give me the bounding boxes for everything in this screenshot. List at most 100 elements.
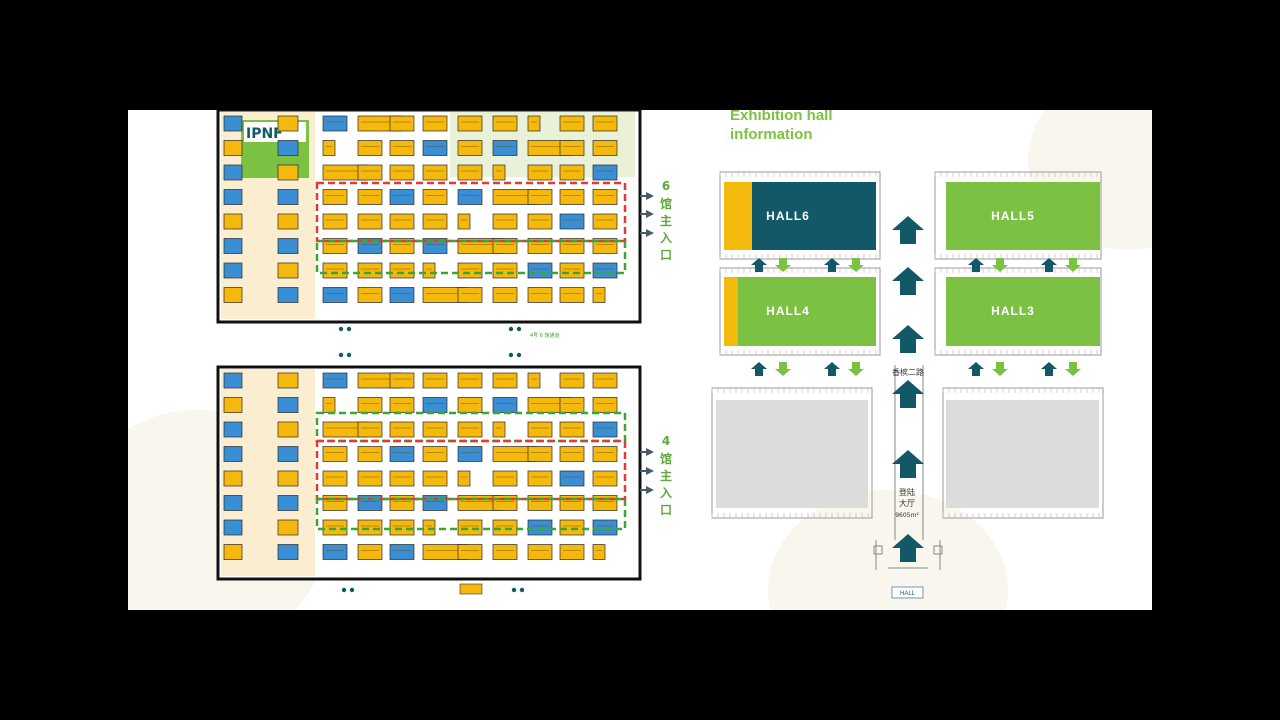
- booth: [457, 544, 483, 560]
- hall6-label: HALL6: [766, 209, 810, 223]
- booth: [457, 189, 483, 205]
- up-arrow-icon: [892, 450, 924, 478]
- booth: [527, 287, 553, 303]
- booth: [457, 372, 483, 389]
- down-arrow-icon: [1065, 362, 1081, 376]
- entrance-arrow: [640, 448, 654, 456]
- booth: [422, 421, 448, 438]
- booth: [527, 470, 553, 487]
- down-arrow-icon: [848, 258, 864, 272]
- booth: [592, 421, 618, 438]
- booth: [223, 372, 243, 389]
- entrance-arrows: [640, 448, 654, 494]
- down-arrow-icon: [992, 362, 1008, 376]
- booth: [322, 189, 348, 205]
- booth: [457, 287, 483, 303]
- lobby-label-2: 大厅: [899, 498, 915, 508]
- hall5-block[interactable]: [946, 182, 1100, 250]
- entrance-hall6: 6 馆 主 入 口: [640, 179, 672, 262]
- booth: [322, 287, 348, 303]
- booth: [527, 372, 541, 389]
- booth: [223, 446, 243, 462]
- booth: [527, 164, 553, 181]
- central-flow-arrows: [892, 216, 924, 562]
- hall-grid-ticks: [711, 172, 1100, 518]
- down-arrow-icon: [848, 362, 864, 376]
- booth: [277, 238, 299, 254]
- booth: [223, 164, 243, 181]
- up-arrow-icon: [892, 534, 924, 562]
- slide: Exhibition hall information IPNF 4号 6 馆通…: [128, 110, 1152, 610]
- down-arrow-icon: [775, 362, 791, 376]
- booth: [492, 421, 506, 438]
- hall-outline-grids: [711, 171, 1104, 519]
- door-markers: [338, 326, 525, 593]
- booth: [422, 372, 448, 389]
- lobby-label-1: 登陆: [899, 487, 915, 497]
- hall-tag-label: HALL: [900, 591, 916, 597]
- booth: [457, 470, 471, 487]
- booth: [457, 262, 483, 279]
- booth: [357, 287, 383, 303]
- booth: [559, 372, 585, 389]
- booth: [322, 372, 348, 389]
- booth: [527, 115, 541, 132]
- booth: [559, 544, 585, 560]
- hall3-label: HALL3: [991, 304, 1035, 318]
- booth: [277, 495, 299, 511]
- booth: [457, 164, 483, 181]
- entrance-char: 口: [660, 248, 672, 262]
- booth: [389, 421, 415, 438]
- booth: [223, 495, 243, 511]
- booth: [592, 544, 606, 560]
- road-label: 香槟二路: [892, 367, 924, 377]
- entrance-char: 口: [660, 503, 672, 517]
- booth: [223, 397, 243, 413]
- hall-tag[interactable]: [891, 586, 924, 599]
- booth: [492, 544, 518, 560]
- entrance-char: 6: [662, 179, 670, 193]
- booth: [592, 189, 618, 205]
- booth: [422, 140, 448, 156]
- lobby-area: 9605m²: [895, 512, 919, 519]
- booth: [527, 421, 553, 438]
- transfer-arrows: [751, 258, 1081, 376]
- booth: [492, 213, 518, 230]
- booth: [277, 544, 299, 560]
- hall3-block[interactable]: [946, 277, 1100, 346]
- booth: [422, 470, 448, 487]
- entrance-char: 入: [660, 486, 672, 500]
- floorplan-hall4: [216, 365, 642, 595]
- booth: [223, 519, 243, 536]
- booth: [389, 372, 415, 389]
- booth: [277, 189, 299, 205]
- booth: [559, 115, 585, 132]
- up-arrow-icon: [1041, 258, 1057, 272]
- booth: [492, 372, 518, 389]
- booth: [223, 287, 243, 303]
- booth: [389, 115, 415, 132]
- booth: [223, 213, 243, 230]
- booth: [322, 140, 336, 156]
- hall4-block[interactable]: [724, 277, 876, 346]
- booth: [223, 421, 243, 438]
- entrance-arrow: [640, 192, 654, 200]
- booth: [527, 446, 553, 462]
- booth: [223, 262, 243, 279]
- booth: [422, 262, 436, 279]
- up-arrow-icon: [892, 380, 924, 408]
- up-arrow-icon: [1041, 362, 1057, 376]
- entrance-arrow: [640, 467, 654, 475]
- booth: [559, 189, 585, 205]
- booth: [592, 213, 618, 230]
- booth: [457, 421, 483, 438]
- booth: [559, 470, 585, 487]
- booth: [277, 372, 299, 389]
- booth: [389, 446, 415, 462]
- booth: [492, 262, 518, 279]
- booth: [422, 189, 448, 205]
- booth: [457, 140, 483, 156]
- entrance-hall4: 4 馆 主 入 口: [640, 434, 672, 517]
- up-arrow-icon: [751, 362, 767, 376]
- entrance-char: 入: [660, 231, 672, 245]
